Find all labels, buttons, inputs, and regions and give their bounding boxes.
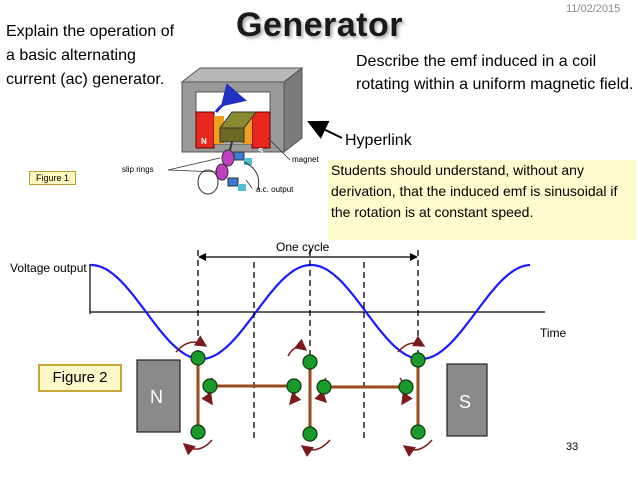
figure2-graph	[89, 250, 545, 440]
conductor	[302, 354, 318, 370]
slide-date: 11/02/2015	[566, 3, 621, 15]
conductor	[202, 378, 218, 394]
north-magnet-label: N	[150, 387, 163, 407]
slip-ring-1	[221, 149, 235, 167]
figure1-generator	[167, 66, 304, 195]
explain-text: Explain the operation of a basic alterna…	[6, 23, 175, 88]
one-cycle-label: One cycle	[276, 240, 330, 254]
figure1-caption: Figure 1	[29, 171, 76, 185]
voltage-output-label: Voltage output	[10, 261, 87, 275]
south-magnet-label: S	[459, 392, 471, 412]
conductor	[286, 378, 302, 394]
conductor	[410, 352, 426, 368]
describe-text: Describe the emf induced in a coil rotat…	[356, 53, 634, 93]
north-magnet	[136, 359, 181, 433]
south-magnet	[446, 363, 488, 437]
time-label: Time	[540, 326, 567, 340]
slide-title: Generator	[236, 6, 403, 44]
rotation-arrow	[214, 83, 247, 113]
slip-rings-label: slip rings	[122, 165, 154, 174]
figure2-caption: Figure 2	[38, 364, 122, 392]
fig1-south-label: S	[258, 147, 264, 156]
hyperlink-arrow	[307, 120, 343, 139]
south-pole-piece	[251, 111, 271, 149]
magnet-frame	[180, 67, 304, 83]
ac-output-label: a.c. output	[256, 185, 294, 194]
conductor	[398, 379, 414, 395]
fig1-north-label: N	[201, 137, 207, 146]
coil-positions	[196, 358, 420, 436]
hyperlink-label[interactable]: Hyperlink	[345, 132, 412, 149]
conductor	[410, 424, 426, 440]
conductor	[190, 424, 206, 440]
page-number: 33	[566, 441, 579, 453]
conductor	[302, 426, 318, 442]
conductor	[316, 379, 332, 395]
teacher-note: Students should understand, without any …	[328, 160, 636, 240]
conductors	[190, 350, 426, 442]
conductor	[190, 350, 206, 366]
magnet-label: magnet	[292, 155, 319, 164]
